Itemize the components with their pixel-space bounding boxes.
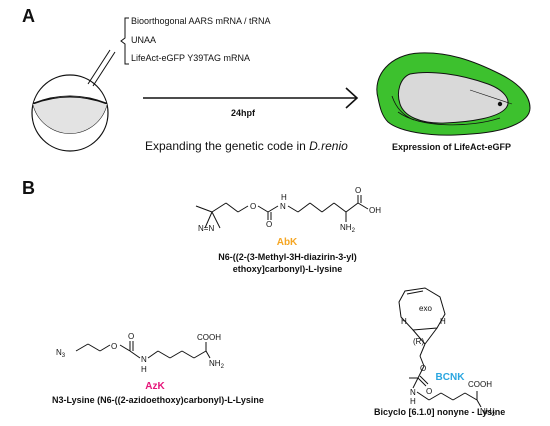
bcnk-h2: H — [440, 317, 446, 326]
reagent-3: LifeAct-eGFP Y39TAG mRNA — [131, 53, 251, 63]
abk-diazirine-label: N=N — [198, 224, 214, 233]
bcnk-cooh: COOH — [468, 380, 492, 389]
abk-name-line2: ethoxy]carbonyl)-L-lysine — [232, 264, 343, 274]
panel-a-label: A — [22, 6, 35, 26]
abk-o3: O — [355, 186, 361, 195]
bcnk-o1: O — [420, 364, 426, 373]
panel-b-label: B — [22, 178, 35, 198]
bcnk-h3: H — [410, 397, 416, 406]
bcnk-abbrev: BCNK — [435, 372, 465, 383]
abk-nh2: NH2 — [340, 223, 356, 234]
injection-needle — [87, 49, 116, 87]
abk-o2: O — [266, 220, 272, 229]
azk-h: H — [141, 365, 147, 374]
bcnk-exo: exo — [419, 304, 432, 313]
abk-abbrev: AbK — [276, 237, 298, 248]
abk-h: H — [281, 193, 287, 202]
azk-nh2: NH2 — [209, 359, 225, 370]
azk-o1: O — [111, 342, 117, 351]
time-arrow — [143, 87, 359, 109]
bcnk-nh2: NH2 — [480, 407, 496, 418]
reagent-2: UNAA — [131, 35, 157, 45]
abk-oh: OH — [369, 206, 381, 215]
eye-icon — [497, 101, 503, 107]
caption-species: D.renio — [309, 139, 348, 153]
egg-illustration — [31, 74, 109, 152]
reagent-1: Bioorthogonal AARS mRNA / tRNA — [131, 16, 271, 26]
time-label: 24hpf — [231, 108, 256, 118]
abk-name-line1: N6-((2-(3-Methyl-3H-diazirin-3-yl) — [218, 252, 357, 262]
bcnk-o2: O — [426, 387, 432, 396]
caption: Expanding the genetic code in D.renio — [145, 139, 348, 153]
azk-n: N — [141, 355, 147, 364]
bcnk-stereo-label: (R) — [413, 337, 424, 346]
azk-abbrev: AzK — [145, 381, 165, 392]
bcnk-name: Bicyclo [6.1.0] nonyne - Lysine — [374, 407, 506, 417]
azk-o2: O — [128, 332, 134, 341]
embryo-illustration — [376, 52, 531, 136]
abk-structure — [195, 195, 369, 229]
azk-cooh: COOH — [197, 333, 221, 342]
reagent-bracket — [120, 17, 129, 65]
bcnk-n: N — [410, 388, 416, 397]
abk-nh: N — [280, 202, 286, 211]
azk-structure — [75, 341, 211, 359]
bcnk-h1: H — [401, 317, 407, 326]
bcnk-structure — [398, 287, 482, 408]
caption-prefix: Expanding the genetic code in — [145, 139, 310, 153]
result-label: Expression of LifeAct-eGFP — [392, 142, 512, 152]
azk-name: N3-Lysine (N6-((2-azidoethoxy)carbonyl)-… — [52, 395, 264, 405]
abk-o1: O — [250, 202, 256, 211]
azk-n3: N3 — [56, 348, 66, 359]
